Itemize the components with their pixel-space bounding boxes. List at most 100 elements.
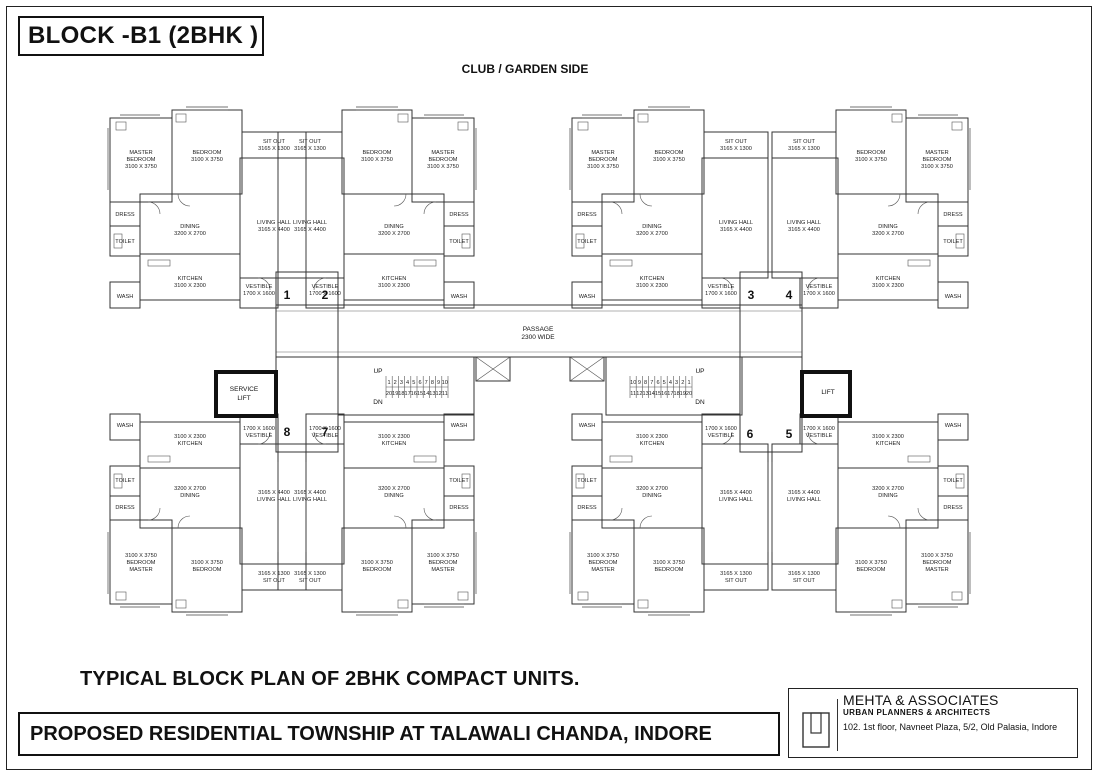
stair-step-number: 6 <box>656 380 659 386</box>
door-swing <box>177 193 191 207</box>
stair-step-number: 15 <box>417 391 423 397</box>
right-stair-treads <box>629 376 693 398</box>
cupboard-icon <box>891 113 903 123</box>
door-swing <box>257 431 271 445</box>
stair-dn-left: DN <box>373 399 383 406</box>
cupboard-icon <box>577 591 589 601</box>
wc-icon <box>461 233 471 249</box>
kitchen-size: 3100 X 2300 <box>636 434 668 440</box>
wash-wall <box>109 413 141 441</box>
master-bedroom-label: MASTER <box>925 567 948 573</box>
master-bedroom-size: 3100 X 3750 <box>427 553 459 559</box>
sit-out-wall <box>771 563 837 591</box>
toilet-label: TOILET <box>449 478 469 484</box>
dining-label: DINING <box>384 224 404 230</box>
kitchen-counter-icon <box>609 259 633 267</box>
door-swing <box>423 507 437 521</box>
master-bedroom-label: BEDROOM <box>589 157 618 163</box>
stair-step-number: 5 <box>412 380 415 386</box>
right-duct <box>569 356 605 382</box>
typical-plan-caption: TYPICAL BLOCK PLAN OF 2BHK COMPACT UNITS… <box>80 668 580 690</box>
dress-label: DRESS <box>449 212 469 218</box>
kitchen-size: 3100 X 2300 <box>872 434 904 440</box>
wash-label: WASH <box>451 423 468 429</box>
dress-label: DRESS <box>115 212 135 218</box>
stair-step-number: 11 <box>442 391 448 397</box>
sit-out-wall <box>241 563 307 591</box>
vestible-size: 1700 X 1600 <box>243 426 275 432</box>
stair-step-number: 1 <box>687 380 690 386</box>
bedroom-size: 3100 X 3750 <box>191 157 223 163</box>
wc-icon <box>575 233 585 249</box>
dining-size: 3200 X 2700 <box>378 231 410 237</box>
living-hall-size: 3165 X 4400 <box>788 490 820 496</box>
lift-label: LIFT <box>821 389 834 396</box>
sit-out-label: SIT OUT <box>299 578 322 584</box>
dress-label: DRESS <box>577 505 597 511</box>
living-hall-size: 3165 X 4400 <box>294 490 326 496</box>
master-bedroom-size: 3100 X 3750 <box>427 164 459 170</box>
dress-label: DRESS <box>577 212 597 218</box>
door-swing <box>807 277 821 291</box>
bedroom-label: BEDROOM <box>193 567 222 573</box>
stair-step-number: 18 <box>673 391 679 397</box>
door-swing <box>609 507 623 521</box>
vestible-size: 1700 X 1600 <box>705 291 737 297</box>
dress-label: DRESS <box>449 505 469 511</box>
bedroom-size: 3100 X 3750 <box>855 157 887 163</box>
duct-cross <box>475 356 511 382</box>
kitchen-label: KITCHEN <box>876 441 901 447</box>
master-bedroom-label: BEDROOM <box>429 560 458 566</box>
sit-out-size: 3165 X 1300 <box>788 571 820 577</box>
dress-label: DRESS <box>115 505 135 511</box>
flat-number-6: 6 <box>747 427 754 441</box>
stair-up-right: UP <box>695 368 704 375</box>
stair-step-number: 18 <box>398 391 404 397</box>
kitchen-counter-icon <box>147 259 171 267</box>
master-bedroom-label: MASTER <box>591 567 614 573</box>
door-swing <box>609 201 623 215</box>
vestible-label: VESTIBLE <box>708 433 735 439</box>
sit-out-label: SIT OUT <box>793 139 816 145</box>
master-bedroom-label: MASTER <box>129 567 152 573</box>
dining-size: 3200 X 2700 <box>378 486 410 492</box>
stair-step-number: 12 <box>636 391 642 397</box>
bedroom-label: BEDROOM <box>857 567 886 573</box>
wc-icon <box>955 473 965 489</box>
master-bedroom-label: MASTER <box>431 567 454 573</box>
sit-out-size: 3165 X 1300 <box>294 571 326 577</box>
master-bedroom-label: MASTER <box>431 150 454 156</box>
master-bedroom-label: MASTER <box>129 150 152 156</box>
project-title: PROPOSED RESIDENTIAL TOWNSHIP AT TALAWAL… <box>18 712 780 756</box>
wash-label: WASH <box>945 294 962 300</box>
sit-out-label: SIT OUT <box>725 139 748 145</box>
wash-label: WASH <box>579 423 596 429</box>
wash-wall <box>571 281 603 309</box>
master-bedroom-label: BEDROOM <box>589 560 618 566</box>
kitchen-wall <box>139 253 241 301</box>
sit-out-label: SIT OUT <box>263 139 286 145</box>
sit-out-label: SIT OUT <box>793 578 816 584</box>
vestible-label: VESTIBLE <box>806 284 833 290</box>
kitchen-label: KITCHEN <box>640 276 665 282</box>
right-stair-enclosure <box>605 356 743 416</box>
bedroom-label: BEDROOM <box>655 150 684 156</box>
kitchen-wall <box>139 421 241 469</box>
service-lift-label-line2: LIFT <box>237 395 250 402</box>
stair-step-number: 9 <box>638 380 641 386</box>
sit-out-size: 3165 X 1300 <box>258 571 290 577</box>
stair-step-number: 13 <box>429 391 435 397</box>
sit-out-wall <box>703 131 769 159</box>
flat-number-3: 3 <box>748 288 755 302</box>
dining-size: 3200 X 2700 <box>636 486 668 492</box>
wash-wall <box>443 413 475 441</box>
wash-label: WASH <box>945 423 962 429</box>
stair-step-number: 2 <box>681 380 684 386</box>
living-hall-size: 3165 X 4400 <box>788 227 820 233</box>
club-garden-side-label: CLUB / GARDEN SIDE <box>461 62 589 76</box>
wash-wall <box>571 413 603 441</box>
toilet-label: TOILET <box>449 239 469 245</box>
